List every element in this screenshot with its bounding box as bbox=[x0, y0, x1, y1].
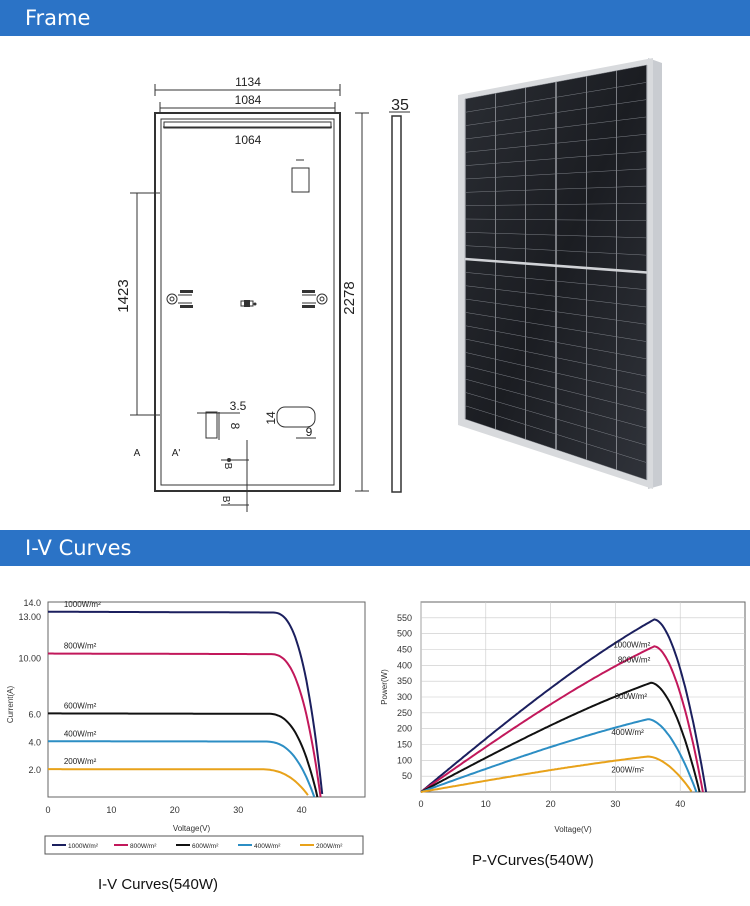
pv-y-tick-label: 400 bbox=[397, 660, 412, 670]
iv-x-tick-label: 40 bbox=[297, 805, 307, 815]
iv-y-axis-label: Current(A) bbox=[6, 685, 15, 723]
dim-mount-height: 1423 bbox=[115, 279, 132, 312]
iv-x-tick-label: 0 bbox=[45, 805, 50, 815]
pv-y-tick-label: 150 bbox=[397, 740, 412, 750]
frame-technical-drawing: 1134 1084 1064 1423 2278 35 3.5 8 14 9 A… bbox=[115, 75, 410, 512]
iv-series-line bbox=[48, 712, 319, 798]
iv-series-line bbox=[48, 610, 324, 795]
solar-panel-image bbox=[458, 58, 662, 489]
dim-hole-height: 8 bbox=[228, 423, 242, 430]
pv-y-tick-label: 300 bbox=[397, 692, 412, 702]
pv-x-tick-label: 20 bbox=[546, 799, 556, 809]
iv-series-line bbox=[48, 652, 322, 798]
iv-x-tick-label: 20 bbox=[170, 805, 180, 815]
iv-section-title: I-V Curves bbox=[25, 536, 132, 560]
iv-legend-label: 800W/m² bbox=[130, 843, 157, 850]
iv-y-tick-label: 10.00 bbox=[18, 654, 41, 664]
iv-legend-label: 200W/m² bbox=[316, 843, 343, 850]
iv-series-label: 1000W/m² bbox=[64, 600, 101, 609]
pv-x-tick-label: 10 bbox=[481, 799, 491, 809]
dim-hole-width: 3.5 bbox=[230, 399, 247, 413]
iv-series-label: 200W/m² bbox=[64, 757, 97, 766]
frame-section-header: Frame bbox=[0, 0, 750, 36]
pv-y-tick-label: 450 bbox=[397, 645, 412, 655]
iv-series-line bbox=[48, 768, 309, 796]
iv-x-tick-label: 30 bbox=[233, 805, 243, 815]
pv-x-tick-label: 40 bbox=[675, 799, 685, 809]
pv-series-label: 200W/m² bbox=[611, 766, 644, 775]
iv-series-label: 800W/m² bbox=[64, 642, 97, 651]
dim-width-outer: 1134 bbox=[235, 75, 261, 89]
dim-width-inner: 1064 bbox=[235, 133, 262, 147]
pv-series-line bbox=[420, 645, 704, 793]
section-label-a: A bbox=[134, 448, 141, 459]
pv-chart-caption: P-VCurves(540W) bbox=[472, 852, 594, 869]
iv-legend-box bbox=[44, 835, 364, 855]
pv-y-tick-label: 350 bbox=[397, 676, 412, 686]
dim-total-height: 2278 bbox=[341, 281, 358, 314]
iv-series-label: 600W/m² bbox=[64, 701, 97, 710]
pv-y-tick-label: 500 bbox=[397, 629, 412, 639]
dim-thickness: 35 bbox=[391, 97, 409, 114]
iv-x-tick-label: 10 bbox=[106, 805, 116, 815]
iv-chart-caption: I-V Curves(540W) bbox=[98, 876, 219, 893]
iv-plot-area bbox=[47, 601, 366, 798]
iv-series-label: 400W/m² bbox=[64, 729, 97, 738]
pv-x-tick-label: 30 bbox=[610, 799, 620, 809]
pv-series-label: 800W/m² bbox=[618, 655, 651, 664]
section-label-a-prime: A' bbox=[172, 448, 181, 459]
iv-legend-label: 400W/m² bbox=[254, 843, 281, 850]
solar-cell-grid bbox=[464, 64, 648, 481]
iv-series-line bbox=[48, 740, 316, 798]
pv-x-axis-label: Voltage(V) bbox=[554, 825, 592, 834]
dim-slot-height: 14 bbox=[264, 411, 278, 425]
pv-y-tick-label: 50 bbox=[402, 771, 412, 781]
pv-y-axis-label: Power(W) bbox=[380, 669, 389, 705]
pv-series-line bbox=[420, 681, 701, 793]
dim-slot-width: 9 bbox=[306, 425, 313, 439]
iv-y-tick-label: 6.0 bbox=[28, 709, 41, 719]
dim-width-mid: 1084 bbox=[235, 93, 262, 107]
iv-curves-chart: 2.0 4.0 6.0 10.00 13.00 14.0 0 10 20 30 40Voltage(… bbox=[6, 598, 366, 855]
iv-section-header: I-V Curves bbox=[0, 530, 750, 566]
iv-x-axis-label: Voltage(V) bbox=[173, 824, 211, 833]
pv-curves-chart: 50 100 150 200 250 300 350 400 450 500 550 0 10 20 30 4… bbox=[380, 601, 746, 834]
pv-series-line bbox=[420, 618, 708, 793]
frame-section-title: Frame bbox=[25, 6, 91, 30]
pv-y-tick-label: 250 bbox=[397, 708, 412, 718]
pv-series-line bbox=[420, 718, 698, 793]
iv-y-tick-label: 4.0 bbox=[28, 737, 41, 747]
iv-y-tick-label: 2.0 bbox=[28, 765, 41, 775]
iv-y-tick-label: 13.00 bbox=[18, 612, 41, 622]
pv-x-tick-label: 0 bbox=[418, 799, 423, 809]
iv-y-tick-label: 14.0 bbox=[23, 598, 41, 608]
pv-y-tick-label: 550 bbox=[397, 613, 412, 623]
iv-legend-label: 600W/m² bbox=[192, 843, 219, 850]
section-label-b-prime: B' bbox=[220, 496, 231, 505]
pv-series-label: 600W/m² bbox=[615, 692, 648, 701]
pv-series-line bbox=[420, 755, 693, 793]
section-label-b: B bbox=[222, 463, 233, 470]
pv-series-label: 1000W/m² bbox=[613, 640, 650, 649]
pv-series-label: 400W/m² bbox=[611, 728, 644, 737]
pv-y-tick-label: 200 bbox=[397, 724, 412, 734]
pv-y-tick-label: 100 bbox=[397, 755, 412, 765]
iv-legend-label: 1000W/m² bbox=[68, 843, 99, 850]
